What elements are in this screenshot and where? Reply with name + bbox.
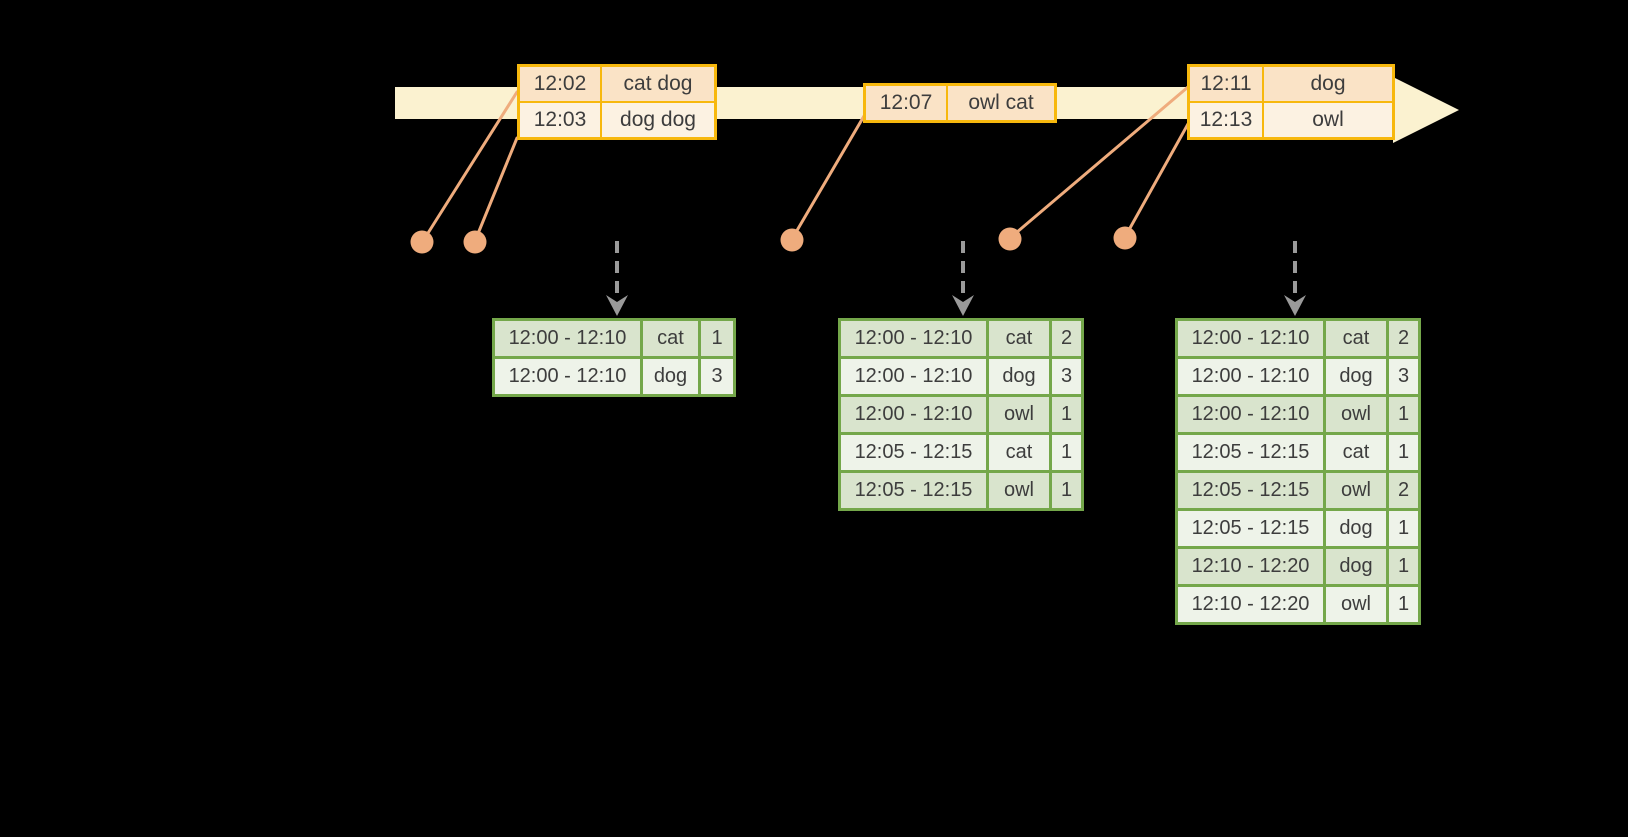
count-cell: 3: [1389, 359, 1418, 394]
window-cell: 12:05 - 12:15: [1178, 511, 1323, 546]
word-cell: dog: [643, 359, 698, 394]
event-dot: [780, 228, 804, 252]
event-time-cell: 12:02: [520, 67, 600, 101]
window-cell: 12:00 - 12:10: [841, 359, 986, 394]
event-time-cell: 12:07: [866, 86, 946, 120]
word-cell: owl: [989, 397, 1049, 432]
arrow-down-icon: [952, 295, 974, 316]
count-cell: 2: [1389, 473, 1418, 508]
window-cell: 12:00 - 12:10: [1178, 397, 1323, 432]
window-cell: 12:05 - 12:15: [841, 473, 986, 508]
count-cell: 1: [1052, 435, 1081, 470]
word-cell: cat: [643, 321, 698, 356]
word-cell: owl: [1326, 397, 1386, 432]
count-cell: 3: [1052, 359, 1081, 394]
window-cell: 12:05 - 12:15: [841, 435, 986, 470]
event-table-3: 12:11 dog 12:13 owl: [1187, 64, 1395, 140]
timeline-arrowhead-icon: [1393, 77, 1459, 143]
window-cell: 12:00 - 12:10: [495, 359, 640, 394]
window-cell: 12:00 - 12:10: [841, 397, 986, 432]
window-cell: 12:00 - 12:10: [841, 321, 986, 356]
event-time-cell: 12:03: [520, 103, 600, 137]
word-cell: cat: [1326, 435, 1386, 470]
event-time-cell: 12:11: [1190, 67, 1262, 101]
word-cell: dog: [1326, 359, 1386, 394]
count-cell: 1: [1052, 473, 1081, 508]
count-cell: 2: [1389, 321, 1418, 356]
window-cell: 12:00 - 12:10: [1178, 321, 1323, 356]
window-cell: 12:00 - 12:10: [495, 321, 640, 356]
word-cell: owl: [1326, 473, 1386, 508]
count-cell: 3: [701, 359, 733, 394]
window-cell: 12:10 - 12:20: [1178, 549, 1323, 584]
event-dot: [410, 230, 434, 254]
window-cell: 12:05 - 12:15: [1178, 473, 1323, 508]
word-cell: owl: [989, 473, 1049, 508]
count-cell: 1: [1389, 435, 1418, 470]
word-cell: dog: [1326, 549, 1386, 584]
event-connector-line: [1123, 122, 1190, 239]
event-connector-line: [473, 136, 519, 243]
event-time-cell: 12:13: [1190, 103, 1262, 137]
word-cell: cat: [989, 435, 1049, 470]
window-cell: 12:05 - 12:15: [1178, 435, 1323, 470]
count-cell: 1: [1052, 397, 1081, 432]
count-cell: 1: [1389, 549, 1418, 584]
event-words-cell: dog: [1264, 67, 1392, 101]
count-cell: 1: [1389, 587, 1418, 622]
word-cell: cat: [989, 321, 1049, 356]
event-table-2: 12:07 owl cat: [863, 83, 1057, 123]
result-table-2: 12:00 - 12:10 cat 2 12:00 - 12:10 dog 3 …: [838, 318, 1084, 511]
event-words-cell: cat dog: [602, 67, 714, 101]
event-dot: [463, 230, 487, 254]
count-cell: 1: [1389, 397, 1418, 432]
event-words-cell: dog dog: [602, 103, 714, 137]
word-cell: dog: [989, 359, 1049, 394]
event-dot: [998, 227, 1022, 251]
word-cell: dog: [1326, 511, 1386, 546]
count-cell: 2: [1052, 321, 1081, 356]
event-words-cell: owl cat: [948, 86, 1054, 120]
event-dot: [1113, 226, 1137, 250]
event-connector-line: [790, 114, 866, 241]
event-words-cell: owl: [1264, 103, 1392, 137]
result-table-3: 12:00 - 12:10 cat 2 12:00 - 12:10 dog 3 …: [1175, 318, 1421, 625]
count-cell: 1: [701, 321, 733, 356]
window-cell: 12:10 - 12:20: [1178, 587, 1323, 622]
arrow-down-icon: [1284, 295, 1306, 316]
window-cell: 12:00 - 12:10: [1178, 359, 1323, 394]
event-table-1: 12:02 cat dog 12:03 dog dog: [517, 64, 717, 140]
count-cell: 1: [1389, 511, 1418, 546]
word-cell: owl: [1326, 587, 1386, 622]
word-cell: cat: [1326, 321, 1386, 356]
result-table-1: 12:00 - 12:10 cat 1 12:00 - 12:10 dog 3: [492, 318, 736, 397]
arrow-down-icon: [606, 295, 628, 316]
